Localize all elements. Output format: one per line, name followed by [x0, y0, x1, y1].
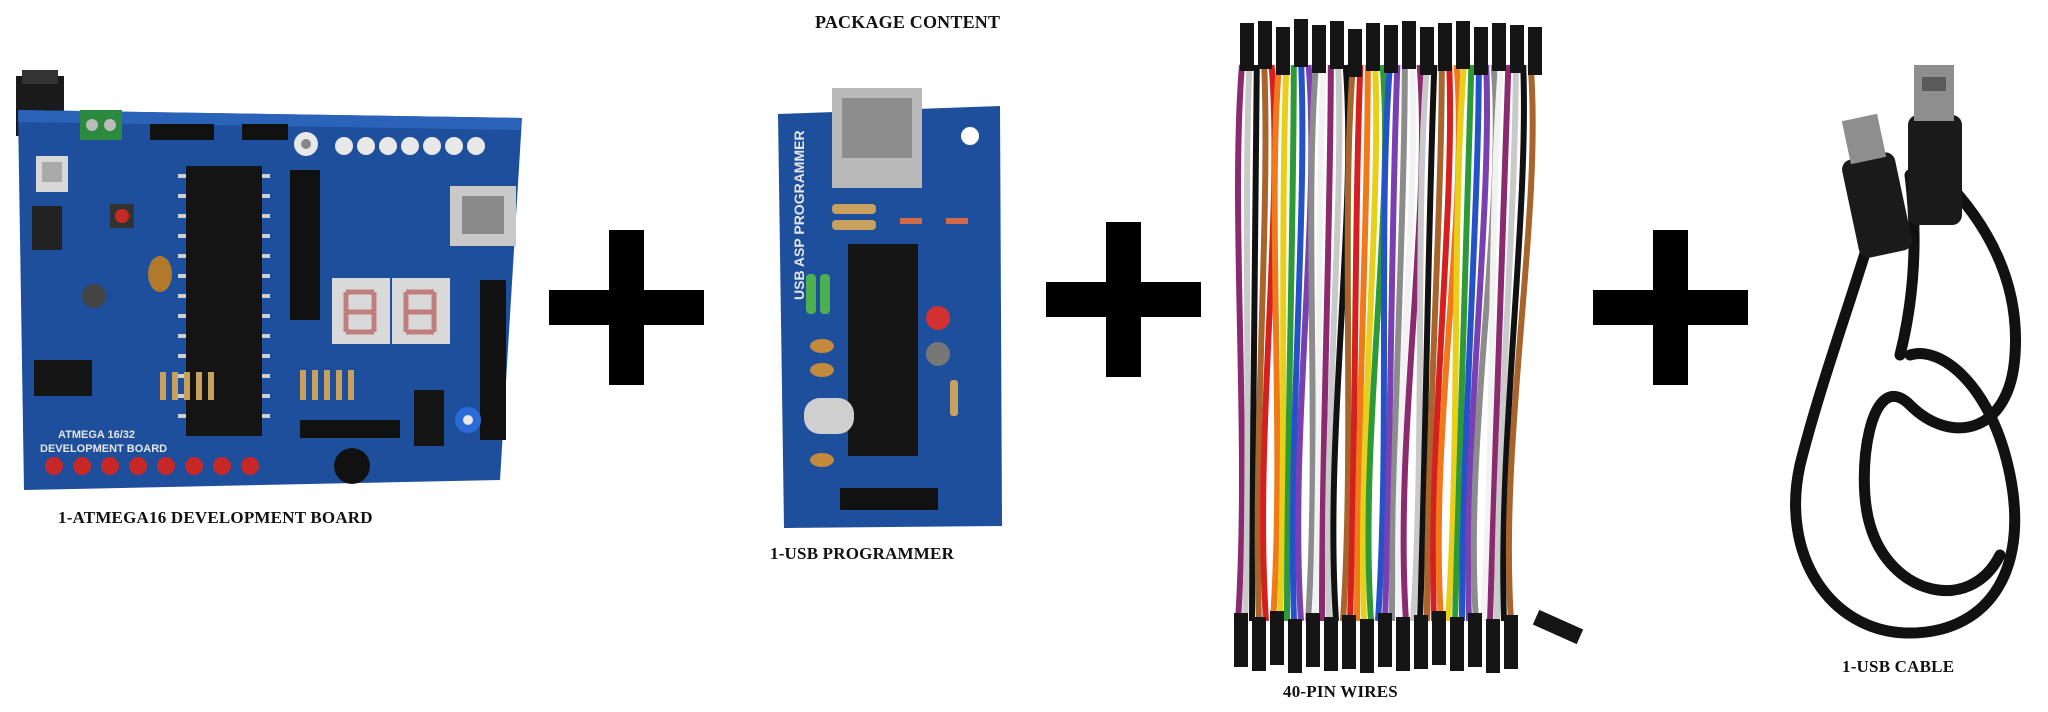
usb-cable-photo	[1790, 65, 2022, 639]
programmer-silkscreen-label: USB ASP PROGRAMMER	[791, 130, 807, 300]
jumper-wire-strand	[1249, 64, 1260, 622]
jumper-wire-strand	[1324, 64, 1343, 622]
usb-cable-caption: 1-USB CABLE	[1842, 657, 1955, 676]
jumper-wires-photo	[1234, 19, 1584, 673]
jumper-wire-strand	[1487, 64, 1512, 622]
jumper-wire-strand	[1494, 64, 1519, 622]
jumper-wire-strand	[1242, 64, 1253, 622]
jumper-wire-strand	[1382, 64, 1401, 622]
jumper-wire-strand	[1424, 64, 1445, 622]
jumper-wire-strand	[1277, 64, 1290, 622]
board-silkscreen-label-1: ATMEGA 16/32	[58, 429, 135, 441]
usb-programmer-caption: 1-USB PROGRAMMER	[770, 544, 955, 563]
jumper-wire-strand	[1505, 64, 1536, 622]
usb-programmer-photo: USB ASP PROGRAMMER	[778, 88, 1002, 528]
jumper-wire-strand	[1347, 64, 1364, 622]
jumper-wire-strand	[1480, 64, 1504, 622]
jumper-wire-strand	[1465, 64, 1491, 622]
page-title: PACKAGE CONTENT	[815, 12, 1001, 32]
development-board-caption: 1-ATMEGA16 DEVELOPMENT BOARD	[58, 508, 373, 527]
atmega16-development-board-photo: ATMEGA 16/32 DEVELOPMENT BOARD	[16, 70, 522, 490]
plus-icon	[1046, 222, 1201, 377]
jumper-wire-strand	[1395, 64, 1417, 622]
jumper-wire-strand	[1452, 64, 1475, 622]
plus-icon	[1593, 230, 1748, 385]
jumper-wire-strand	[1417, 64, 1438, 622]
jumper-wire-strand	[1270, 64, 1282, 622]
jumper-wire-strand	[1445, 64, 1467, 622]
jumper-wire-strand	[1235, 64, 1245, 622]
jumper-wire-strand	[1459, 64, 1482, 622]
jumper-wire-strand	[1375, 64, 1393, 622]
plus-icon	[549, 230, 704, 385]
jumper-wire-strand	[1254, 64, 1269, 622]
jumper-wire-strand	[1410, 64, 1430, 622]
jumper-wires-caption: 40-PIN WIRES	[1283, 682, 1398, 701]
jumper-wire-strand	[1354, 64, 1371, 622]
jumper-wire-strand	[1284, 64, 1297, 622]
jumper-wire-strand	[1312, 64, 1327, 622]
board-silkscreen-label-2: DEVELOPMENT BOARD	[40, 443, 167, 455]
jumper-wire-strand	[1500, 64, 1527, 622]
jumper-wire-strand	[1340, 64, 1356, 622]
jumper-wire-strand	[1360, 64, 1380, 622]
jumper-wire-strand	[1389, 64, 1408, 622]
jumper-wire-strand	[1289, 64, 1306, 622]
jumper-wire-strand	[1305, 64, 1319, 622]
jumper-wire-strand	[1430, 64, 1454, 622]
jumper-wire-strand	[1319, 64, 1334, 622]
